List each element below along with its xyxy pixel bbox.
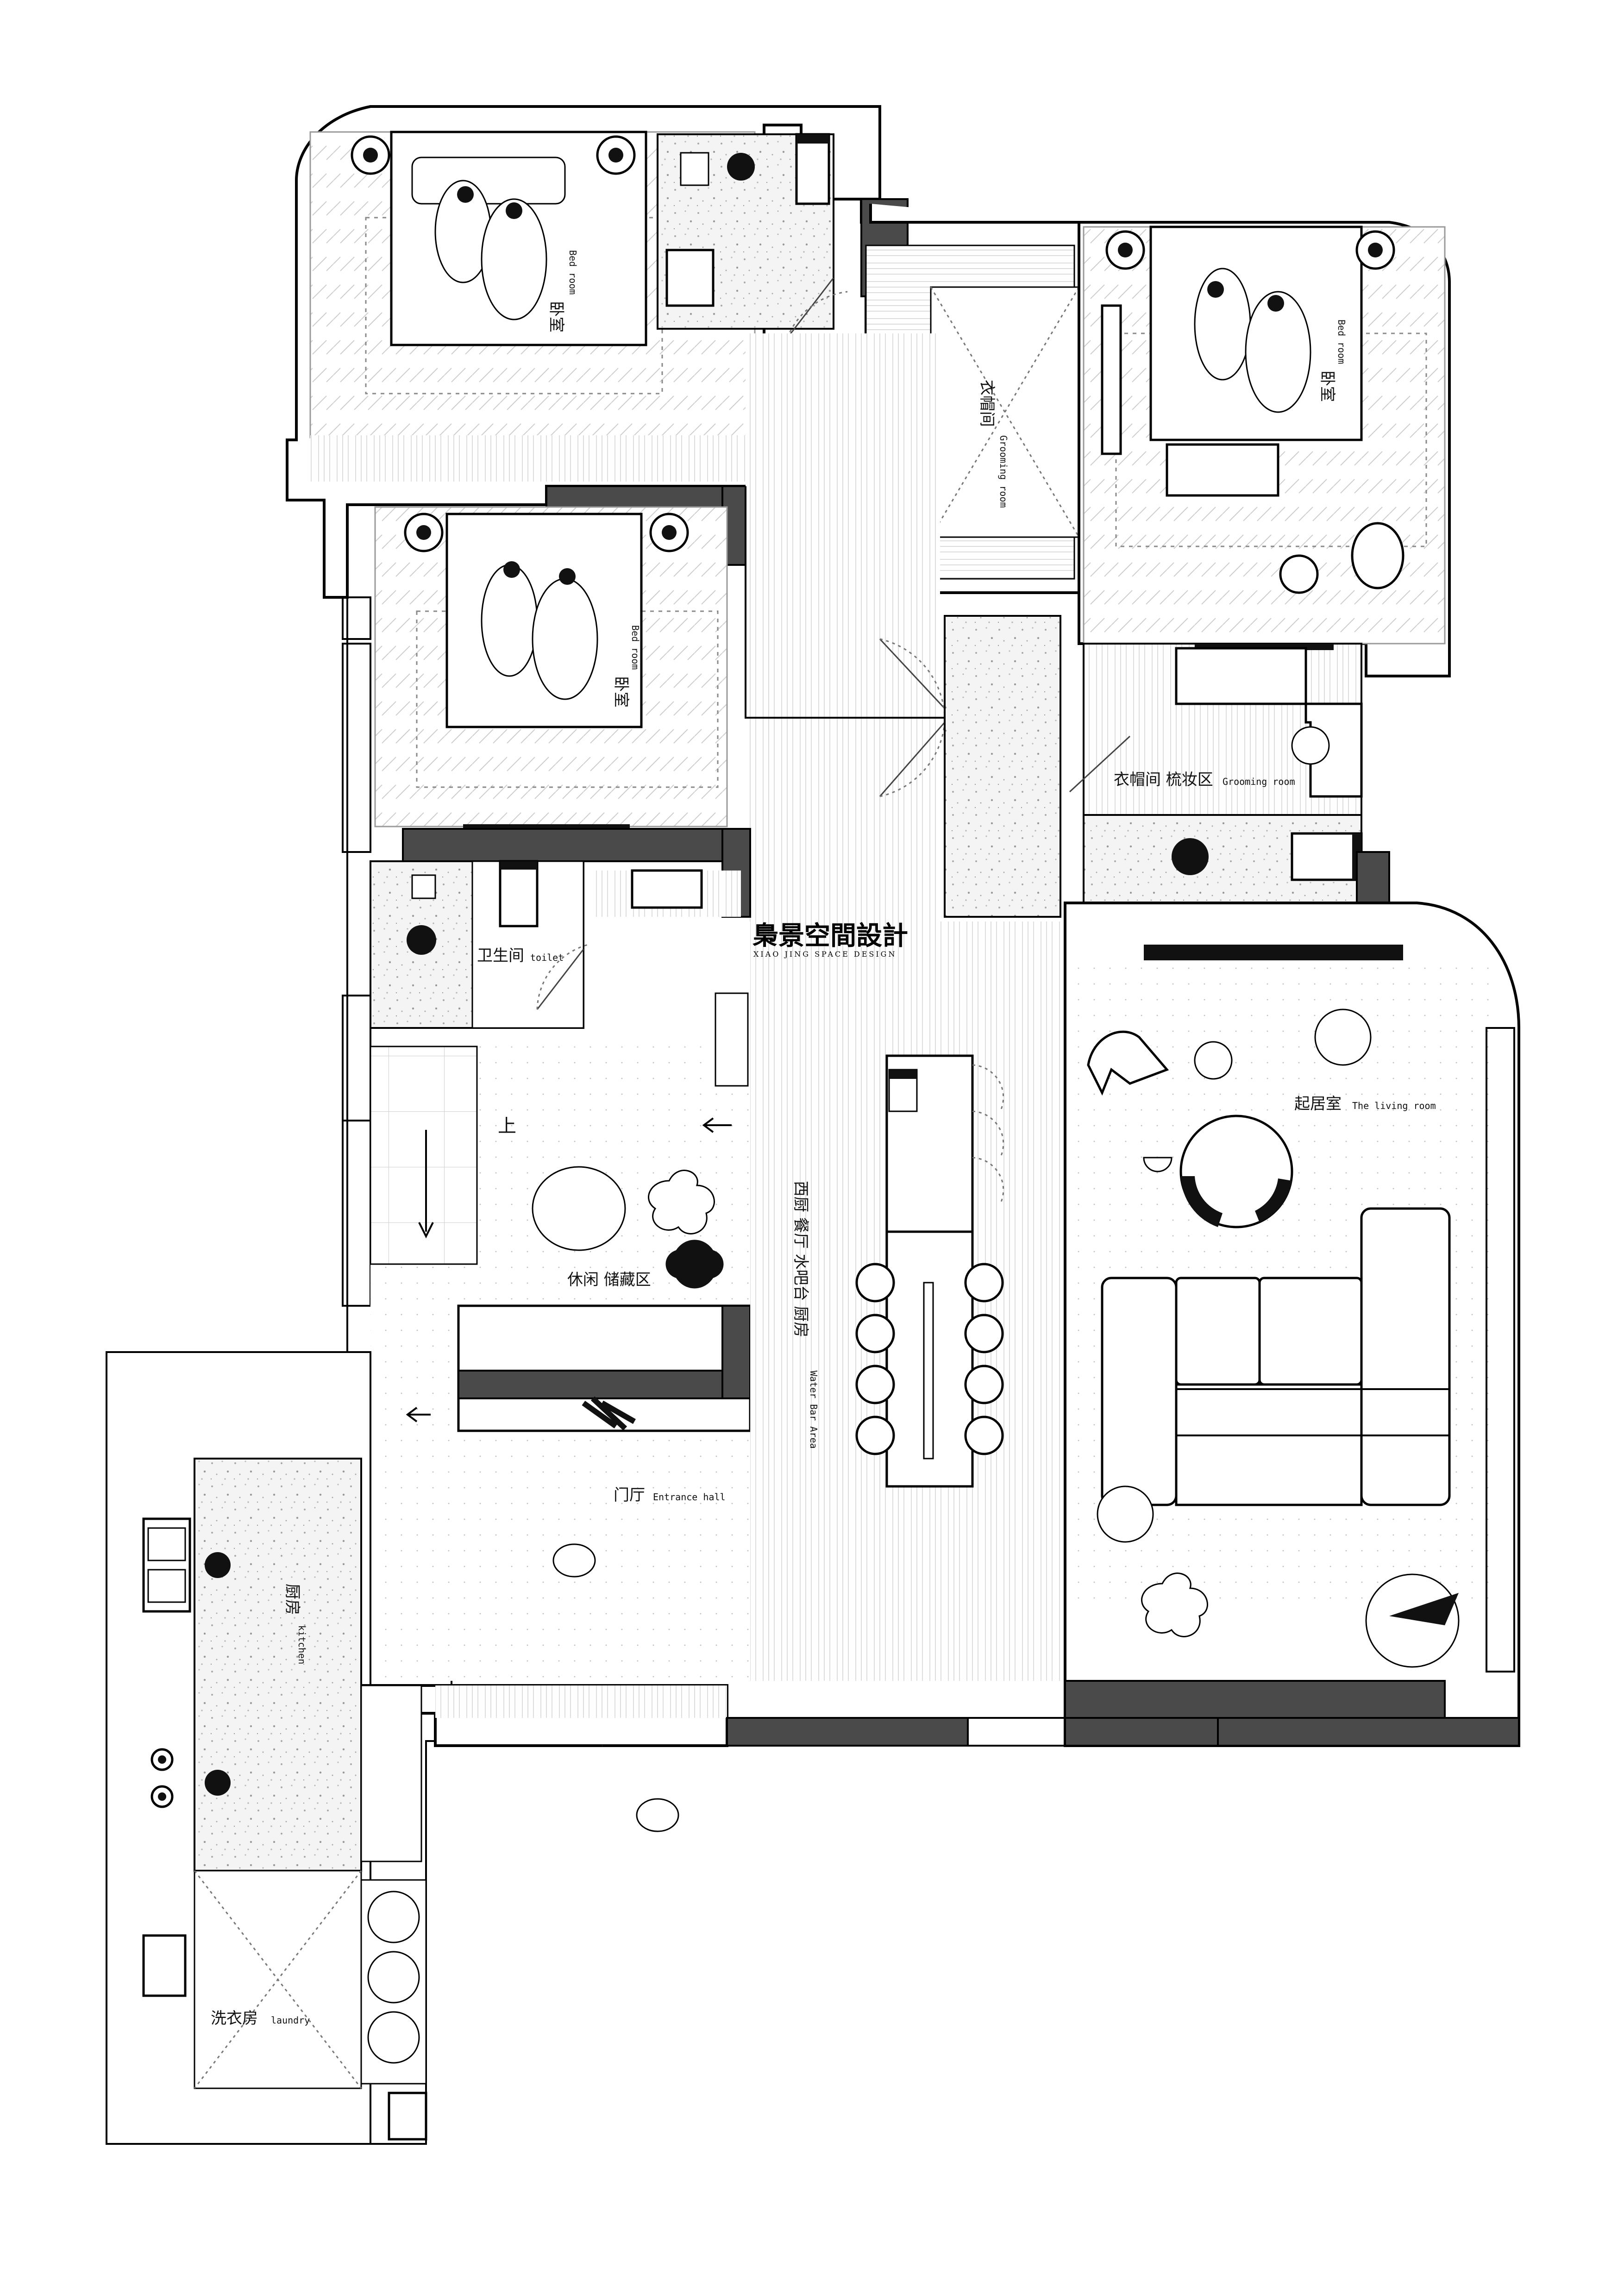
grooming-vanity-label-en: Grooming room [1223, 776, 1295, 787]
toilet: 卫生间 toilet [370, 828, 751, 1029]
brand-mark: 梟景空間設計 XIAO JING SPACE DESIGN [752, 921, 908, 958]
toilet-label-en: toilet [530, 952, 564, 963]
brand-name: 梟景空間設計 [752, 921, 908, 951]
entrance-label-cn: 门厅 [614, 1486, 645, 1504]
leisure-storage-label: 休闲 储藏区 [567, 1271, 651, 1289]
bedroom-2-label-en: Bed room [630, 625, 641, 670]
kitchen-label-en: kitchen [296, 1625, 307, 1664]
dining-area: 西厨 餐厅 水吧台 厨房 Water Bar Area [750, 921, 1070, 1681]
laundry-label-en: laundry [271, 2015, 310, 2026]
living-label-cn: 起居室 [1294, 1095, 1342, 1113]
top-bathroom [657, 133, 848, 338]
kitchen-label-cn: 厨房 [283, 1584, 301, 1615]
entrance-label-en: Entrance hall [653, 1491, 726, 1503]
living-room: 起居室 The living room [1064, 902, 1520, 1747]
grooming-vanity-label-cn: 衣帽间 梳妆区 [1114, 771, 1213, 789]
sofa [1101, 1207, 1451, 1506]
bedroom-2-label-cn: 卧室 [612, 676, 630, 708]
bedroom-1-label-cn: 卧室 [547, 301, 565, 332]
dining-label-cn: 西厨 餐厅 水吧台 厨房 [791, 1181, 810, 1337]
bedroom-1-label-en: Bed room [567, 250, 578, 294]
entrance-hall: 门厅 Entrance hall [360, 1440, 1520, 1832]
grooming-vanity: 衣帽间 梳妆区 Grooming room [1069, 643, 1390, 904]
bedroom-2: 卧室 Bed room [374, 485, 751, 832]
leisure-storage: 上 上 休闲 储藏区 上 [370, 992, 773, 1475]
grooming-corridor-label-en: Grooming room [998, 435, 1009, 508]
bedroom-3-label-en: Bed room [1336, 319, 1347, 364]
stair-up-label-1: 上 [498, 1115, 516, 1137]
living-label-en: The living room [1352, 1100, 1436, 1111]
bedroom-3-label-cn: 卧室 [1318, 370, 1336, 402]
toilet-label-cn: 卫生间 [477, 946, 524, 965]
bedroom-3: 卧室 Bed room [869, 204, 1451, 677]
dining-chairs [855, 1263, 1004, 1455]
laundry: 洗衣房 laundry [142, 1870, 427, 2141]
grooming-corridor-label-cn: 衣帽间 [978, 380, 996, 427]
dining-label-en: Water Bar Area [808, 1371, 819, 1449]
laundry-label-cn: 洗衣房 [211, 2009, 258, 2028]
brand-subtitle: XIAO JING SPACE DESIGN [753, 950, 897, 958]
kitchen: 厨房 kitchen [106, 1351, 422, 2145]
grooming-corridor: 衣帽间 Grooming room [745, 198, 1080, 921]
